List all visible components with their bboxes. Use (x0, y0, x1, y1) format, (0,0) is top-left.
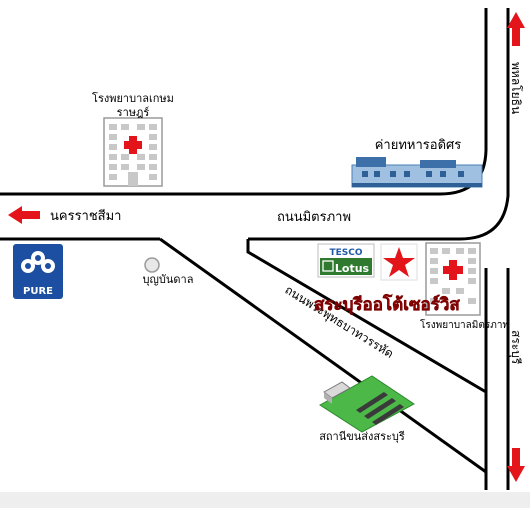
arrow-up-icon (507, 12, 525, 46)
arrow-down-icon (507, 448, 525, 482)
tesco-label: TESCO (329, 248, 362, 258)
kasem-hospital-label-line1: โรงพยาบาลเกษม (92, 91, 174, 105)
bus-station-icon (319, 375, 415, 433)
mittraphap-hospital-label: โรงพยาบาลมิตรภาพ (420, 318, 509, 331)
footer-strip (0, 492, 530, 508)
diagonal-road-upper-edge (246, 239, 487, 394)
mittraphap-road-bottom-right-edge (248, 8, 510, 241)
army-camp-label: ค่ายทหารอดิศร (375, 138, 462, 153)
tesco-lotus-logo-icon: TESCO Lotus (317, 243, 375, 278)
lotus-label: Lotus (335, 262, 370, 275)
nakhon-ratchasima-label: นครราชสีมา (50, 208, 121, 224)
hospital-right-icon (425, 242, 481, 316)
phahonyothin-road-label: พหลโยธิน (509, 62, 523, 114)
kasem-hospital-label-line2: ราษฎร์ (117, 106, 150, 119)
diagonal-road-lower-edge (159, 237, 487, 474)
army-camp-icon (351, 157, 483, 188)
star-icon (380, 243, 418, 281)
hospital-icon (103, 117, 163, 187)
arrow-left-icon (8, 206, 40, 224)
bunyandan-label: บุญบันดาล (143, 273, 194, 286)
shop-name-label: สระบุรีออโต้เซอร์วิส (314, 294, 460, 315)
landmark-dot-icon (144, 257, 160, 273)
mittraphap-road-label: ถนนมิตรภาพ (277, 210, 351, 225)
bus-station-label: สถานีขนส่งสระบุรี (319, 430, 405, 443)
cp-pure-logo-icon: PURE (13, 244, 63, 299)
saraburi-label: สระบุรี (508, 330, 523, 365)
cp-pure-label: PURE (23, 286, 53, 297)
